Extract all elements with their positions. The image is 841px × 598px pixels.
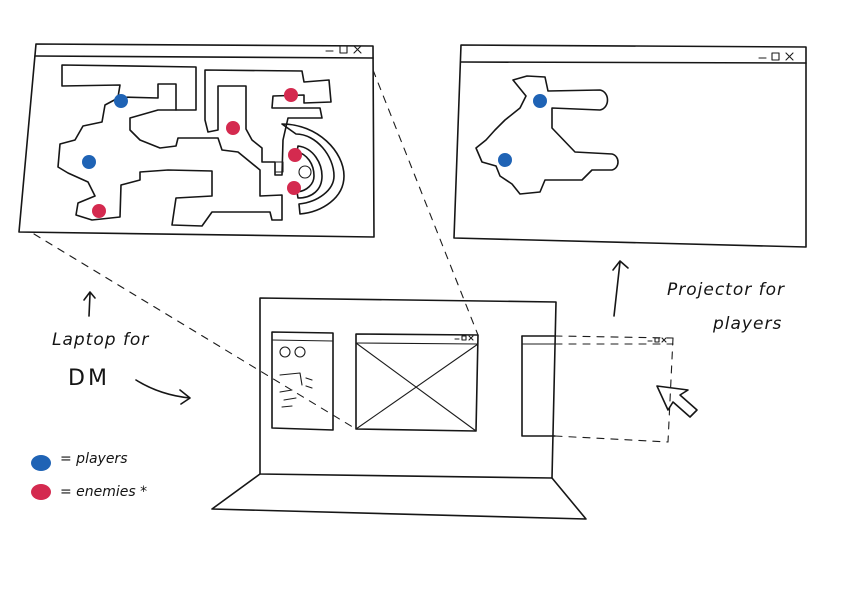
enemy-token[interactable] [287,181,301,195]
projector-window-controls [758,52,794,61]
projector-label-line1: Projector for [667,280,786,300]
laptop-label-line2: DM [68,366,110,391]
legend-enemies-text: = enemies * [60,484,148,500]
arrow-up-icon [612,260,629,317]
close-icon[interactable] [468,335,474,341]
player-token[interactable] [498,153,512,167]
legend-players-text: = players [60,451,128,467]
maximize-icon[interactable] [654,337,660,343]
connection-lines [33,69,479,430]
dungeon-walls [57,64,345,227]
close-icon[interactable] [353,45,362,54]
play-icon[interactable] [279,346,291,358]
maximize-icon[interactable] [771,52,780,61]
player-token[interactable] [533,94,547,108]
laptop [211,297,698,520]
enemy-token[interactable] [284,88,298,102]
projector-map-window [453,44,807,248]
dm-map-window [18,43,375,238]
arrow-right-icon [135,379,191,405]
player-token[interactable] [82,155,96,169]
dm-player-markers [82,94,128,169]
revealed-map-area [475,75,619,195]
mouse-cursor-icon [656,385,698,418]
close-icon[interactable] [661,337,667,343]
laptop-label-line1: Laptop for [52,330,150,350]
stop-icon[interactable] [294,346,306,358]
close-icon[interactable] [785,52,794,61]
arrow-up-icon [83,291,96,317]
projector-label-line2: players [713,314,783,334]
enemy-token[interactable] [288,148,302,162]
mini-projector-window [521,335,556,437]
legend [31,455,51,500]
dm-enemy-markers [92,88,302,218]
mini-dm-window [355,333,479,432]
enemy-legend-dot [31,484,51,500]
enemy-token[interactable] [226,121,240,135]
laptop-base [211,473,587,520]
dm-window-controls [325,45,362,54]
player-legend-dot [31,455,51,471]
laptop-screen [259,297,557,479]
player-token[interactable] [114,94,128,108]
annotation-arrows [83,260,629,405]
offscreen-projector-window [554,335,674,443]
maximize-icon[interactable] [339,45,348,54]
maximize-icon[interactable] [461,335,467,341]
enemy-token[interactable] [92,204,106,218]
mini-notes-window [271,331,334,431]
